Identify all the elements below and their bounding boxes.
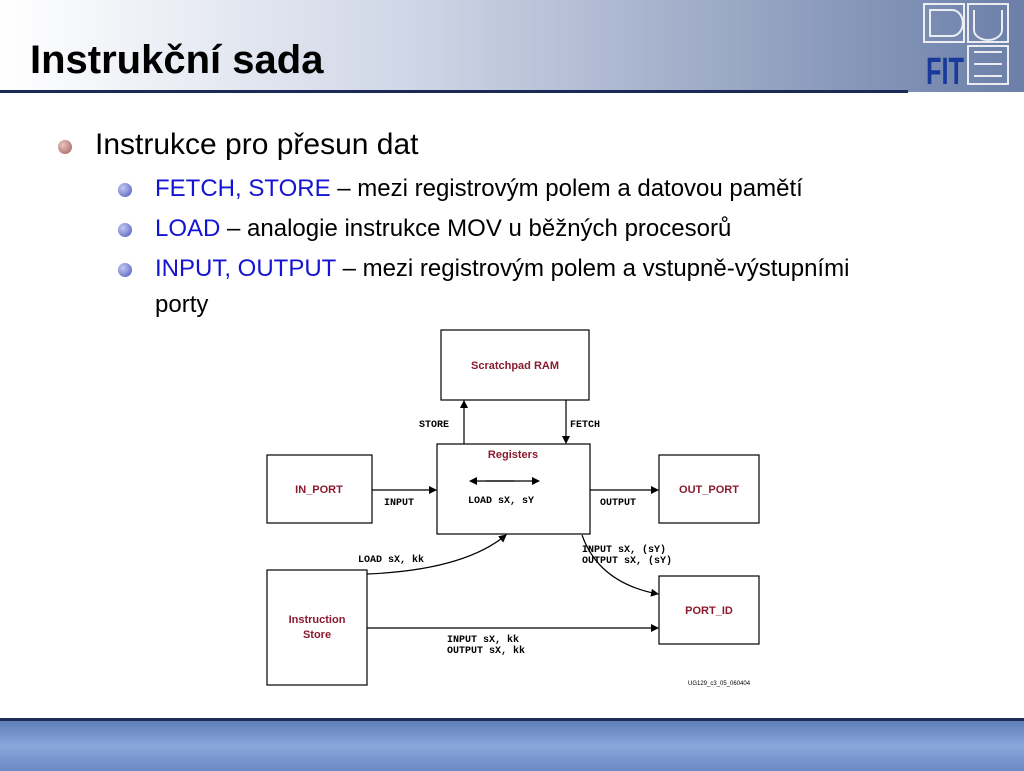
label-output-sx-kk: OUTPUT sX, kk: [447, 645, 525, 657]
slide-header: [0, 0, 1024, 92]
label-load-sx-sy: LOAD sX, sY: [468, 496, 534, 507]
bullet-dot-sub-1: [118, 183, 132, 197]
label-input-sx-sy: INPUT sX, (sY): [582, 544, 666, 556]
box-registers: [436, 443, 591, 535]
arrow-port-id: [581, 534, 659, 597]
bullet-sub-1-keyword: FETCH, STORE: [155, 175, 331, 202]
bullet-dot-sub-3: [118, 263, 132, 277]
label-port-id: PORT_ID: [685, 605, 733, 617]
data-transfer-diagram: Scratchpad RAM Registers IN_PORT OUT_POR…: [266, 329, 760, 687]
logo-text: FIT: [926, 51, 964, 90]
bullet-sub-1-text: – mezi registrovým polem a datovou pamět…: [330, 175, 803, 202]
box-instruction-store: [266, 569, 368, 686]
bullet-sub-3-keyword: INPUT, OUTPUT: [155, 255, 336, 282]
bullet-sub-1: FETCH, STORE – mezi registrovým polem a …: [155, 171, 935, 207]
slide-title: Instrukční sada: [30, 38, 324, 82]
bullet-sub-2-keyword: LOAD: [155, 215, 221, 242]
slide-footer: [0, 718, 1024, 771]
bullet-sub-2-text: – analogie instrukce MOV u běžných proce…: [220, 215, 732, 242]
label-input-arrow: INPUT: [384, 498, 414, 509]
box-scratchpad-ram: [440, 329, 590, 401]
label-scratchpad-ram: Scratchpad RAM: [471, 360, 559, 372]
bullet-sub-3-text: – mezi registrovým polem a vstupně-výstu…: [155, 255, 850, 318]
label-registers: Registers: [488, 449, 538, 461]
label-store: Store: [303, 629, 331, 641]
bullet-dot-sub-2: [118, 223, 132, 237]
label-fetch-arrow: FETCH: [570, 420, 600, 431]
label-instruction: Instruction: [289, 614, 346, 626]
label-output-sx-sy: OUTPUT sX, (sY): [582, 555, 672, 567]
label-store-arrow: STORE: [419, 420, 449, 431]
bullet-sub-3: INPUT, OUTPUT – mezi registrovým polem a…: [155, 251, 855, 323]
label-load-sx-kk: LOAD sX, kk: [358, 554, 424, 566]
label-input-sx-kk: INPUT sX, kk: [447, 634, 519, 646]
bullet-sub-2: LOAD – analogie instrukce MOV u běžných …: [155, 211, 935, 247]
box-out-port: [658, 454, 760, 524]
header-rule: [0, 90, 908, 93]
figure-id: UG129_c3_05_060404: [688, 681, 751, 687]
bullet-dot-main: [58, 140, 72, 154]
bullet-main: Instrukce pro přesun dat: [95, 128, 419, 161]
fit-logo: FIT: [923, 3, 1009, 90]
label-output-arrow: OUTPUT: [600, 498, 636, 509]
label-in-port: IN_PORT: [295, 484, 343, 496]
arrow-load-kk: [366, 534, 507, 575]
box-port-id: [658, 575, 760, 645]
box-in-port: [266, 454, 373, 524]
label-out-port: OUT_PORT: [679, 484, 739, 496]
